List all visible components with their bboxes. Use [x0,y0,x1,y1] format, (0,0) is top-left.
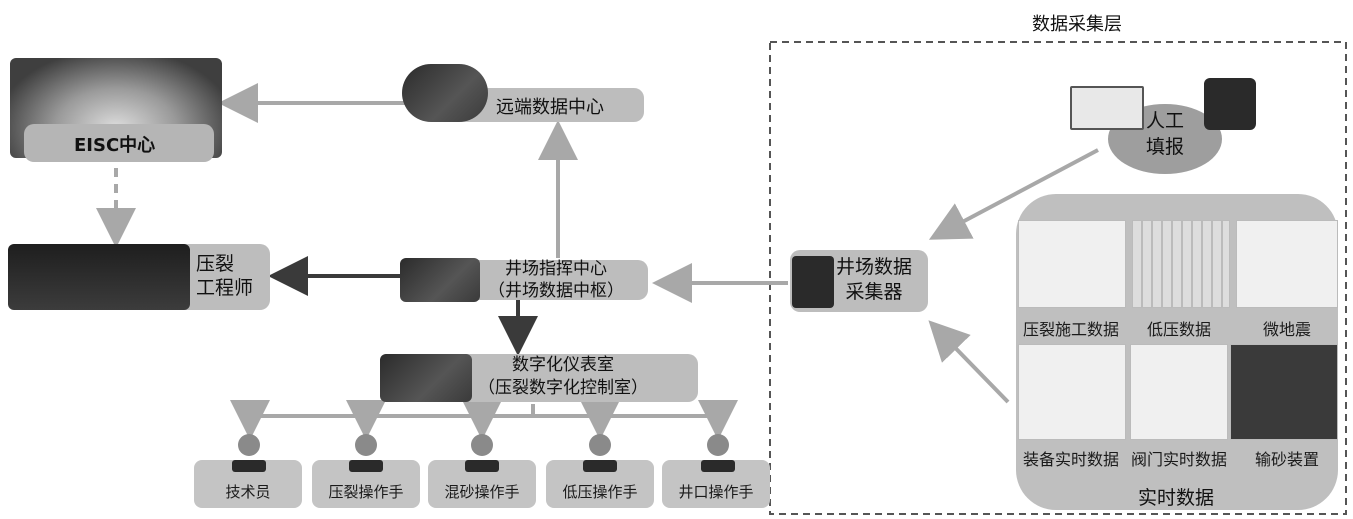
worker-icon [355,434,377,456]
collector-device-icon [792,256,834,308]
operator-label: 低压操作手 [562,483,638,501]
tablet-icon [1204,78,1256,130]
panel-fracturing-chart [1018,220,1126,308]
collector-label: 井场数据 采集器 [836,256,913,303]
panel-sand-silos [1230,344,1338,440]
panel-caption: 压裂施工数据 [1022,320,1119,339]
panel-caption: 阀门实时数据 [1130,450,1227,469]
operator-5: 井口操作手 [662,434,770,508]
panel-caption: 低压数据 [1146,320,1211,339]
operator-2: 压裂操作手 [312,434,420,508]
operator-1: 技术员 [194,434,302,508]
panel-caption: 微地震 [1262,320,1311,339]
eisc-label: EISC中心 [74,135,156,156]
remote-label: 远端数据中心 [496,97,604,118]
workstation-icon [701,460,735,472]
command-label: 井场指挥中心 （井场数据中枢） [488,259,624,301]
panel-microseismic-chart [1236,220,1338,308]
operator-label: 井口操作手 [678,483,754,501]
operator-label: 压裂操作手 [328,483,404,501]
operator-3: 混砂操作手 [428,434,536,508]
instrument-photo [380,354,472,402]
worker-icon [589,434,611,456]
panel-valve-diagram [1130,344,1228,440]
manual-label: 人工 填报 [1146,110,1185,158]
eisc-node [24,124,214,162]
engineer-label: 压裂 工程师 [196,253,254,299]
panel-caption: 装备实时数据 [1022,450,1119,469]
workstation-icon [349,460,383,472]
operator-label: 技术员 [225,483,271,501]
collection-layer-title: 数据采集层 [1032,14,1122,35]
panel-equipment-gauges [1018,344,1126,440]
panel-low-pressure-chart [1132,220,1230,308]
operator-4: 低压操作手 [546,434,654,508]
operator-label: 混砂操作手 [444,483,520,501]
arrow-realtime-to-collector [928,320,1010,404]
laptop-icon [1070,86,1144,130]
realtime-title: 实时数据 [1138,487,1215,509]
collection-layer-frame [769,41,1347,515]
worker-icon [707,434,729,456]
engineer-screen [8,244,190,310]
instrument-label: 数字化仪表室 （压裂数字化控制室） [478,355,648,398]
workstation-icon [465,460,499,472]
command-photo [400,258,480,302]
worker-icon [471,434,493,456]
workstation-icon [583,460,617,472]
remote-photo [402,64,488,122]
worker-icon [238,434,260,456]
workstation-icon [232,460,266,472]
arrow-manual-to-collector [928,148,1099,240]
panel-caption: 输砂装置 [1254,450,1319,469]
